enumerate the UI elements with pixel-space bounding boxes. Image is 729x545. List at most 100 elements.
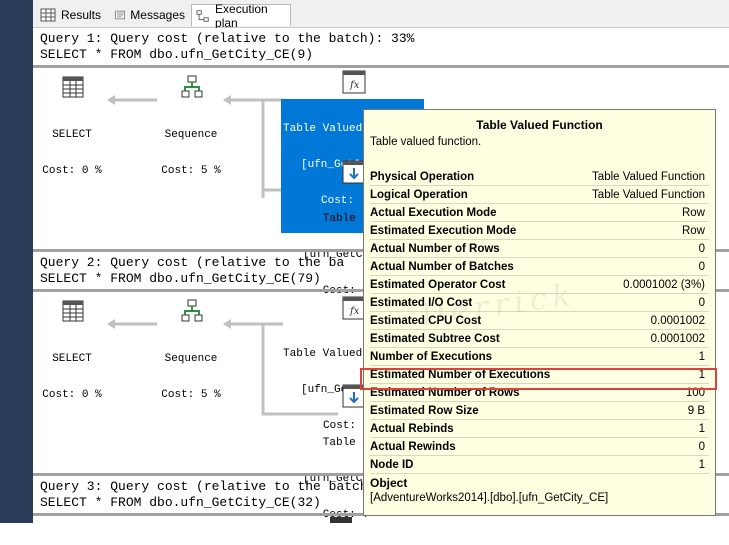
query-1-header: Query 1: Query cost (relative to the bat… [40, 31, 415, 46]
property-value: Table Valued Function [592, 188, 705, 201]
tab-messages-label: Messages [130, 8, 185, 22]
property-name: Estimated Row Size [370, 404, 479, 417]
svg-text:fx: fx [349, 80, 360, 91]
property-name: Estimated Execution Mode [370, 224, 517, 237]
grid-icon [40, 8, 56, 22]
property-value: 1 [698, 458, 705, 471]
property-value: 1 [698, 422, 705, 435]
property-name: Number of Executions [370, 350, 493, 363]
flow-connector [261, 324, 265, 412]
operator-cost: Cost: [321, 195, 355, 207]
left-panel-strip [0, 0, 33, 523]
property-value: 0 [698, 296, 705, 309]
highlight-box [360, 368, 717, 390]
tooltip-property-row: Actual Number of Rows 0 [370, 240, 709, 258]
operator-cost: Cost: 0 % [42, 389, 102, 401]
tooltip-property-row: Physical Operation Table Valued Function [370, 168, 709, 186]
plan1-sequence-operator[interactable]: Sequence Cost: 5 % [153, 105, 229, 201]
tooltip-property-row: Logical Operation Table Valued Function [370, 186, 709, 204]
property-value: Row [681, 206, 705, 219]
tab-results[interactable]: Results [36, 4, 108, 26]
operator-detail: [ufn_GetCi [302, 473, 369, 485]
property-value: 0 [698, 440, 705, 453]
tooltip-property-row: Actual Number of Batches 0 [370, 258, 709, 276]
sequence-icon [181, 75, 203, 98]
query-1-sql: SELECT * FROM dbo.ufn_GetCity_CE(9) [40, 47, 314, 62]
property-value: 0.0001002 [650, 314, 705, 327]
function-icon: fx [342, 70, 366, 94]
operator-name: Table S [322, 213, 369, 225]
property-name: Estimated Subtree Cost [370, 332, 500, 345]
operator-cost: Cost: 0 % [42, 165, 102, 177]
table-scan-icon [342, 160, 366, 184]
messages-icon [115, 10, 125, 20]
tab-results-label: Results [61, 8, 102, 22]
query-divider [33, 65, 729, 68]
property-name: Actual Rewinds [370, 440, 456, 453]
tooltip-property-row: Estimated Subtree Cost 0.0001002 [370, 330, 709, 348]
property-value: 9 B [687, 404, 705, 417]
flow-connector [261, 402, 338, 416]
property-name: Physical Operation [370, 170, 475, 183]
tab-messages[interactable]: Messages [111, 4, 191, 26]
property-name: Estimated Number of Executions [370, 368, 551, 381]
operator-name: Table Valued [283, 348, 363, 360]
property-name: Actual Number of Batches [370, 260, 514, 273]
plan2-select-operator[interactable]: SELECT Cost: 0 % [37, 329, 107, 425]
property-name: Estimated Operator Cost [370, 278, 506, 291]
flow-arrow [223, 319, 283, 329]
tab-execution-plan-label: Execution plan [215, 1, 268, 30]
tooltip-title: Table Valued Function [476, 118, 603, 132]
property-name: Estimated CPU Cost [370, 314, 482, 327]
operator-name: Sequence [164, 353, 218, 365]
tooltip-property-row: Node ID 1 [370, 456, 709, 474]
operator-cost: Cost: 5 % [161, 389, 221, 401]
plan2-sequence-operator[interactable]: Sequence Cost: 5 % [153, 329, 229, 425]
property-value: Table Valued Function [592, 170, 705, 183]
flow-arrow [107, 319, 157, 329]
property-value: 0 [698, 260, 705, 273]
property-value: 1 [698, 350, 705, 363]
operator-name: Sequence [164, 129, 218, 141]
tooltip-property-row: Estimated Row Size 9 B [370, 402, 709, 420]
execution-plan-icon [196, 9, 209, 22]
property-value: 0 [698, 242, 705, 255]
property-name: Estimated I/O Cost [370, 296, 473, 309]
operator-cost: Cost: 5 % [161, 165, 221, 177]
property-value: Row [681, 224, 705, 237]
property-value: 0.0001002 (3%) [623, 278, 705, 291]
tooltip-property-row: Actual Execution Mode Row [370, 204, 709, 222]
property-value: 0.0001002 [650, 332, 705, 345]
plan2-tvf-operator[interactable]: Table Valued [ufn_GetCi Cost: [283, 324, 367, 456]
query-2-sql: SELECT * FROM dbo.ufn_GetCity_CE(79) [40, 271, 321, 286]
plan1-select-operator[interactable]: SELECT Cost: 0 % [37, 105, 107, 201]
operator-name: Table S [322, 437, 369, 449]
tab-execution-plan[interactable]: Execution plan [191, 2, 291, 30]
property-value: 1 [698, 368, 705, 381]
operator-name: SELECT [52, 129, 92, 141]
flow-arrow [223, 95, 283, 105]
tooltip-property-row: Estimated I/O Cost 0 [370, 294, 709, 312]
query-3-header: Query 3: Query cost (relative to the bat… [40, 479, 415, 494]
operator-cost: Cost: [323, 420, 357, 432]
property-name: Logical Operation [370, 188, 468, 201]
operator-detail: [ufn_GetCi [302, 249, 369, 261]
query-2-header: Query 2: Query cost (relative to the ba [40, 255, 345, 270]
sequence-icon [181, 299, 203, 322]
tooltip-property-row: Actual Rewinds 0 [370, 438, 709, 456]
property-name: Actual Rebinds [370, 422, 454, 435]
tooltip-property-row: Estimated Operator Cost 0.0001002 (3%) [370, 276, 709, 294]
tooltip-property-row: Number of Executions 1 [370, 348, 709, 366]
tooltip-property-row: Actual Rebinds 1 [370, 420, 709, 438]
svg-text:fx: fx [349, 306, 360, 317]
tooltip-subtitle: Table valued function. [370, 136, 482, 148]
property-name: Actual Execution Mode [370, 206, 497, 219]
tooltip-property-row: Estimated CPU Cost 0.0001002 [370, 312, 709, 330]
tooltip-property-row: Estimated Number of Executions 1 [370, 366, 709, 384]
flow-arrow [107, 95, 157, 105]
tooltip-property-row: Estimated Execution Mode Row [370, 222, 709, 240]
property-name: Actual Number of Rows [370, 242, 500, 255]
query-3-sql: SELECT * FROM dbo.ufn_GetCity_CE(32) [40, 495, 321, 510]
property-name: Node ID [370, 458, 414, 471]
tooltip-object-value: [AdventureWorks2014].[dbo].[ufn_GetCity_… [370, 492, 609, 504]
